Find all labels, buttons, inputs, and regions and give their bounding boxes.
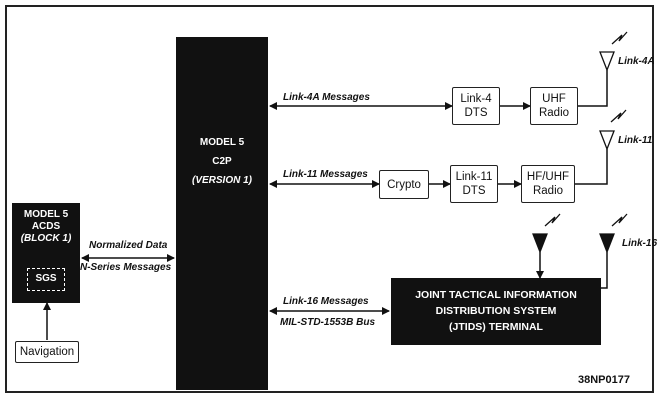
figure-id-label: 38NP0177 xyxy=(578,374,630,386)
link4a-messages-label: Link-4A Messages xyxy=(283,92,370,103)
link11-antenna-label: Link-11 xyxy=(618,135,653,146)
link11-antenna-zigzag xyxy=(610,109,627,123)
link16-antenna-label: Link-16 xyxy=(622,238,658,249)
uhf-radio-label-line2: Radio xyxy=(538,107,570,119)
crypto-label: Crypto xyxy=(387,178,421,191)
link16-messages-label: Link-16 Messages xyxy=(283,296,369,307)
link4a-antenna-icon xyxy=(599,51,615,72)
acds-block: MODEL 5 ACDS (BLOCK 1) SGS xyxy=(12,203,80,303)
nseries-messages-label: N-Series Messages xyxy=(80,262,172,273)
link4-dts-label-line2: DTS xyxy=(464,107,488,119)
link4-dts-label-line1: Link-4 xyxy=(460,93,492,105)
hfuhf-radio-to-link11-antenna-line xyxy=(575,149,608,185)
sgs-label: SGS xyxy=(35,273,57,284)
c2p-block: MODEL 5 C2P (VERSION 1) xyxy=(176,37,268,390)
link11-messages-label: Link-11 Messages xyxy=(283,169,368,180)
c2p-name-label: C2P xyxy=(212,156,232,167)
jtids-terminal-block: JOINT TACTICAL INFORMATION DISTRIBUTION … xyxy=(391,278,601,345)
uhf-radio-to-link4a-antenna-line xyxy=(578,70,608,107)
navigation-label: Navigation xyxy=(19,346,75,358)
link16-antenna-zigzag xyxy=(611,213,628,227)
uhf-radio-label-line1: UHF xyxy=(542,93,566,105)
link11-dts-box: Link-11 DTS xyxy=(450,165,498,203)
link4a-antenna-zigzag xyxy=(611,31,628,45)
jtids-label-line3: (JTIDS) TERMINAL xyxy=(449,321,543,333)
normalized-data-label: Normalized Data xyxy=(89,240,168,251)
jtids-label-line2: DISTRIBUTION SYSTEM xyxy=(435,305,557,317)
hfuhf-radio-label-line2: Radio xyxy=(532,185,564,197)
mil-std-bus-label: MIL-STD-1553B Bus xyxy=(280,317,376,328)
jtids-antenna1-icon xyxy=(532,233,548,254)
crypto-box: Crypto xyxy=(379,170,429,199)
jtids-label-line1: JOINT TACTICAL INFORMATION xyxy=(415,289,577,301)
jtids-antenna2-line xyxy=(601,252,608,289)
link11-dts-label-line2: DTS xyxy=(462,185,486,197)
sgs-box: SGS xyxy=(27,268,65,291)
link11-dts-label-line1: Link-11 xyxy=(455,171,493,183)
c2p-version-label: (VERSION 1) xyxy=(191,175,252,186)
uhf-radio-box: UHF Radio xyxy=(530,87,578,125)
link16-antenna-icon xyxy=(599,233,615,254)
hfuhf-radio-box: HF/UHF Radio xyxy=(521,165,575,203)
c2p-model-label: MODEL 5 xyxy=(199,137,245,148)
link4-dts-box: Link-4 DTS xyxy=(452,87,500,125)
acds-name-label: ACDS xyxy=(31,221,61,232)
diagram-frame xyxy=(5,5,654,393)
navigation-box: Navigation xyxy=(15,341,79,363)
link11-antenna-icon xyxy=(599,130,615,151)
jtids-antenna1-zigzag xyxy=(544,213,561,227)
link4a-antenna-label: Link-4A xyxy=(618,56,655,67)
acds-model-label: MODEL 5 xyxy=(23,209,69,220)
hfuhf-radio-label-line1: HF/UHF xyxy=(526,171,570,183)
acds-block-label: (BLOCK 1) xyxy=(20,233,72,244)
